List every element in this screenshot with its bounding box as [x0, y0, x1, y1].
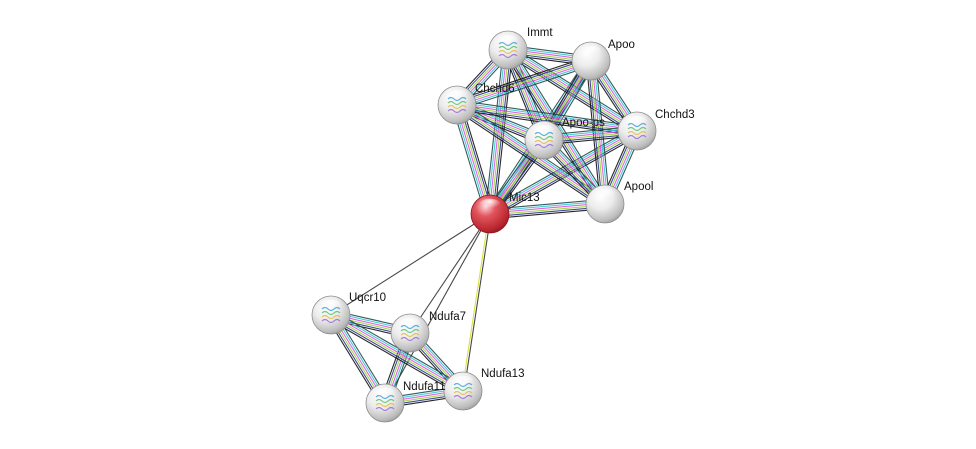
node-mic13[interactable]: [470, 194, 510, 234]
node-apoo[interactable]: [571, 41, 611, 81]
nodes-layer: [311, 30, 657, 423]
node-ndufa13[interactable]: [443, 371, 483, 411]
edge-apoo-chchd6: [455, 55, 593, 111]
edge-mic13-ndufa7: [409, 213, 491, 334]
node-ndufa11[interactable]: [365, 383, 405, 423]
node-label-uqcr10: Uqcr10: [349, 292, 386, 304]
edge-mic13-uqcr10: [330, 213, 491, 316]
node-label-ndufa11: Ndufa11: [403, 381, 446, 393]
node-uqcr10[interactable]: [311, 295, 351, 335]
node-label-ndufa7: Ndufa7: [429, 311, 466, 323]
node-label-chchd3: Chchd3: [655, 109, 695, 121]
node-apoo-ps[interactable]: [524, 120, 564, 160]
node-label-mic13: Mic13: [509, 192, 540, 204]
node-chchd3[interactable]: [617, 111, 657, 151]
edge-mic13-ndufa11: [384, 213, 491, 404]
edge-mic13-ndufa13: [461, 213, 492, 392]
node-label-chchd6: Chchd6: [475, 83, 515, 95]
node-chchd6[interactable]: [437, 85, 477, 125]
node-label-apoo: Apoo: [608, 39, 635, 51]
node-apool[interactable]: [585, 184, 625, 224]
node-immt[interactable]: [488, 30, 528, 70]
node-label-apool: Apool: [624, 181, 653, 193]
node-label-immt: Immt: [527, 27, 553, 39]
edge-apoo-apool: [585, 60, 611, 205]
node-label-apoo-ps: Apoo-ps: [562, 117, 605, 129]
node-ndufa7[interactable]: [390, 313, 430, 353]
node-label-ndufa13: Ndufa13: [481, 368, 524, 380]
